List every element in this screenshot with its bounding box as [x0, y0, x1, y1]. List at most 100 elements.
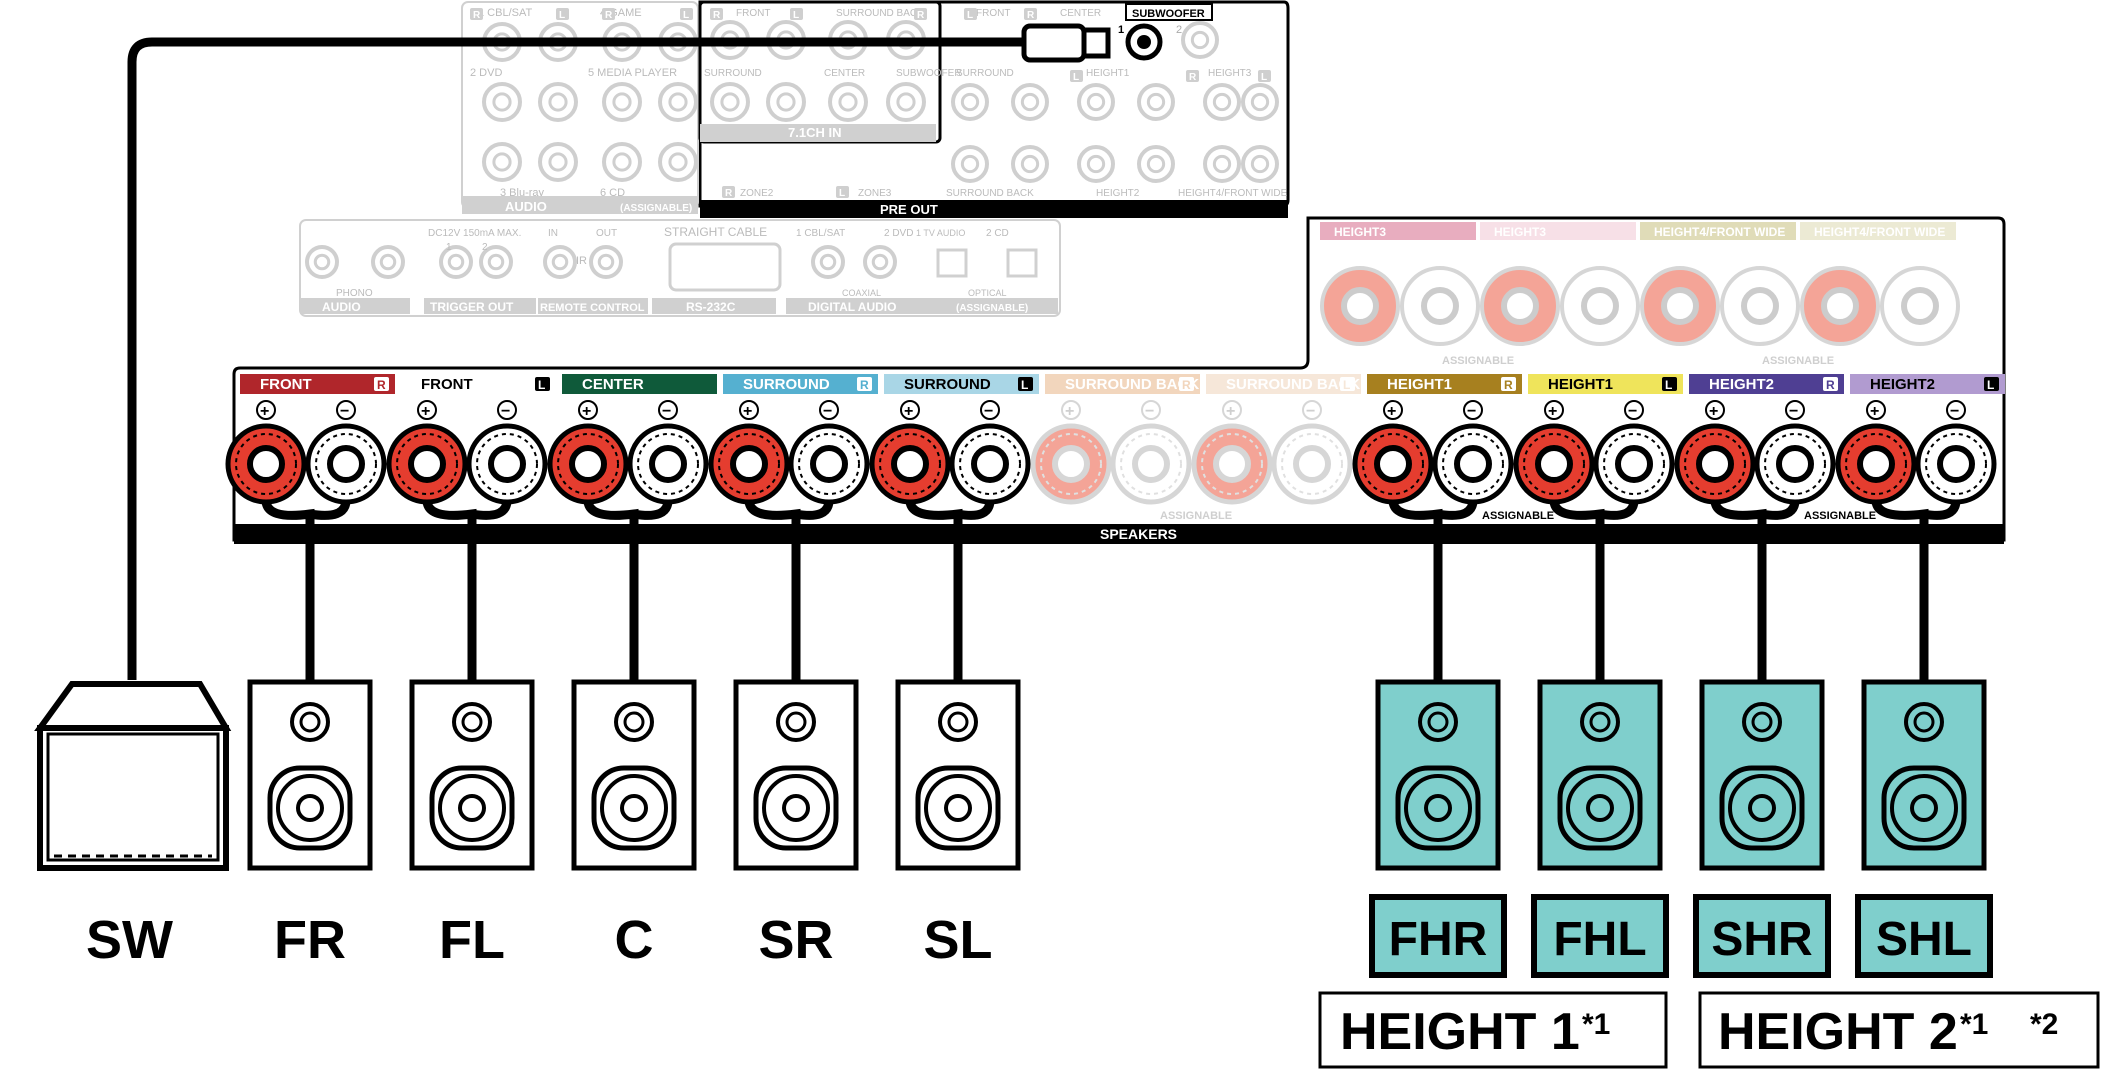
- binding-post-ring: [1362, 433, 1424, 495]
- upper-terminal-label: HEIGHT4/FRONT WIDE: [1814, 225, 1945, 239]
- optical-port-1: [936, 248, 968, 278]
- binding-post-center: [810, 445, 848, 483]
- tweeter-center: [947, 711, 969, 733]
- plus-sign-circle: [1544, 400, 1564, 420]
- binding-post-ring: [1845, 433, 1907, 495]
- speaker-code: FR: [274, 910, 346, 970]
- trigger-spec: DC12V 150mA MAX.: [428, 228, 521, 239]
- height-2-label: HEIGHT 2: [1718, 1003, 1958, 1061]
- phono-label: PHONO: [336, 288, 373, 299]
- upper-label-bar: [1640, 222, 1796, 240]
- minus-sign: −: [1467, 403, 1476, 420]
- binding-post-center: [1374, 445, 1412, 483]
- minus-sign-circle: [1946, 400, 1966, 420]
- rca-jack-center: [720, 92, 740, 112]
- speaker-code: SHL: [1876, 913, 1972, 966]
- binding-post-ring: [396, 433, 458, 495]
- audio-input-label: 5 MEDIA PLAYER: [588, 67, 677, 79]
- surround-back-assignable-label: ASSIGNABLE: [1160, 510, 1232, 522]
- terminal-label: SURROUND: [743, 376, 830, 393]
- speaker-code-box: [1693, 894, 1831, 978]
- binding-post-ring: [798, 433, 860, 495]
- binding-post-center: [1535, 445, 1573, 483]
- height-1-note-1: *1: [1582, 1008, 1610, 1041]
- audio-input-label: 2 DVD: [470, 67, 502, 79]
- plus-sign: +: [582, 403, 591, 420]
- binding-post-ring: [1764, 433, 1826, 495]
- terminal-label: SURROUND: [904, 376, 991, 393]
- trigger-num-1: 1: [446, 242, 452, 253]
- terminal-label: CENTER: [582, 376, 644, 393]
- minus-sign: −: [984, 403, 993, 420]
- channel-badge: [1984, 377, 1999, 391]
- binding-post-center: [1857, 445, 1895, 483]
- binding-post-center: [247, 445, 285, 483]
- binding-post-ring: [637, 433, 699, 495]
- speaker-cable: [633, 499, 673, 520]
- rca-jack-center: [447, 253, 465, 271]
- plus-sign: +: [421, 403, 430, 420]
- binding-post-ring: [1603, 433, 1665, 495]
- binding-post-ring: [235, 433, 297, 495]
- rl-badge-text: L: [683, 10, 689, 21]
- channel-badge: [535, 377, 550, 391]
- tweeter-center: [1427, 711, 1449, 733]
- seven-one-label: SURROUND BACK: [836, 8, 924, 19]
- mid-audio-label: AUDIO: [322, 300, 361, 314]
- rca-plug: [1021, 23, 1163, 63]
- speaker-code: SL: [923, 910, 992, 970]
- rl-badge: [722, 186, 735, 198]
- minus-sign: −: [1789, 403, 1798, 420]
- rs232c-port: [668, 242, 782, 292]
- minus-sign-circle: [658, 400, 678, 420]
- digital-audio-label: DIGITAL AUDIO: [808, 300, 896, 314]
- subwoofer-body: [37, 725, 229, 871]
- speaker-code: SR: [758, 910, 833, 970]
- binding-post-ring: [1040, 433, 1102, 495]
- seven-one-label: SURROUND: [704, 68, 762, 79]
- binding-post-center: [1132, 445, 1170, 483]
- rca-jack-center: [487, 253, 505, 271]
- rca-jack-center: [1250, 154, 1270, 174]
- speaker-fr: FR: [247, 679, 373, 970]
- sub-num-2: 2: [1176, 24, 1182, 36]
- speaker-shr: SHR: [1693, 679, 1831, 978]
- speaker-cable: [1871, 499, 1929, 690]
- subwoofer-top: [34, 681, 232, 731]
- rca-jack-center: [1250, 92, 1270, 112]
- speakers-bar: SPEAKERS: [234, 524, 2004, 544]
- upper-terminal-center: [1661, 287, 1699, 325]
- preout-label: HEIGHT3: [1208, 68, 1252, 79]
- rl-badge: [602, 8, 615, 20]
- speaker-cable: [1388, 499, 1443, 690]
- optical-label: OPTICAL: [968, 288, 1007, 298]
- rl-badge: [790, 8, 803, 20]
- minus-sign-circle: [1141, 400, 1161, 420]
- rca-jack-center: [668, 152, 688, 172]
- remote-in-label: IN: [548, 228, 558, 239]
- rl-badge-text: R: [1027, 10, 1035, 21]
- rl-badge: [470, 8, 483, 20]
- binding-post-center: [1615, 445, 1653, 483]
- rca-jack-center: [1212, 154, 1232, 174]
- binding-post-ring: [1925, 433, 1987, 495]
- terminal-label: SURROUND BACK: [1226, 376, 1360, 393]
- speaker-shl: SHL: [1855, 679, 1993, 978]
- rl-badge: [1258, 70, 1271, 82]
- rca-jack-center: [1020, 154, 1040, 174]
- height-2-note-1: *1: [1960, 1008, 1988, 1041]
- speaker-cable: [261, 499, 315, 690]
- plus-sign: +: [1065, 403, 1074, 420]
- preout-title: PRE OUT: [880, 202, 938, 217]
- terminal-label: HEIGHT1: [1548, 376, 1613, 393]
- tweeter-center: [1751, 711, 1773, 733]
- terminal-label: HEIGHT2: [1870, 376, 1935, 393]
- woofer-cap: [1748, 794, 1776, 822]
- speaker-cable: [1599, 499, 1639, 520]
- binding-post-center: [891, 445, 929, 483]
- minus-sign: −: [1145, 403, 1154, 420]
- trigger-out-label: TRIGGER OUT: [430, 300, 514, 314]
